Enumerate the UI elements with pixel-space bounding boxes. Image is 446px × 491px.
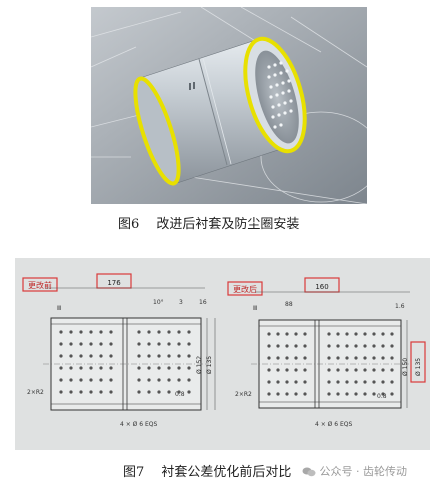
- right-holes: 4 × Ø 6 EQS: [315, 421, 353, 428]
- left-tag-box: [22, 277, 58, 292]
- left-holes: 4 × Ø 6 EQS: [120, 421, 158, 428]
- left-num3: 3: [179, 299, 183, 306]
- left-diam1: Ø 152: [196, 356, 203, 374]
- right-diam1: Ø 150: [402, 358, 409, 376]
- right-length: 160: [315, 283, 328, 291]
- right-chamfer: 2×R2: [235, 391, 252, 398]
- right-num16: 1.6: [395, 303, 405, 310]
- tolerance-drawing-svg: 更改前 176 Ⅲ 10° 3 16: [15, 258, 430, 450]
- right-val08: 0.8: [377, 393, 387, 400]
- bushing-render-svg: [91, 7, 367, 204]
- right-tag-box: [227, 281, 263, 296]
- left-ref: Ⅲ: [57, 305, 61, 312]
- tolerance-drawing-image: 更改前 176 Ⅲ 10° 3 16: [15, 258, 430, 450]
- left-angle: 10°: [153, 299, 164, 306]
- left-val08: 0.8: [175, 391, 185, 398]
- right-diam-box: [410, 341, 426, 383]
- figure6-caption: 图6 改进后衬套及防尘圈安装: [118, 217, 300, 232]
- right-dim88: 88: [285, 301, 293, 308]
- watermark: 公众号 · 齿轮传动: [302, 463, 407, 479]
- figure7-caption: 图7 衬套公差优化前后对比: [123, 465, 292, 480]
- right-ref: Ⅲ: [253, 305, 257, 312]
- left-tag: 更改前: [28, 280, 52, 290]
- left-num16: 16: [199, 299, 207, 306]
- left-drawing: 更改前 176 Ⅲ 10° 3 16: [22, 273, 216, 428]
- left-diam2: Ø 135: [206, 356, 213, 374]
- right-diam2: Ø 135: [415, 358, 422, 376]
- right-tag: 更改后: [233, 284, 257, 294]
- left-length: 176: [107, 279, 121, 287]
- watermark-text: 公众号 · 齿轮传动: [319, 465, 408, 478]
- wechat-icon: [302, 467, 316, 477]
- left-chamfer: 2×R2: [27, 389, 44, 396]
- right-drawing: 更改后 160 88 1.6 Ⅲ: [227, 277, 426, 428]
- bushing-render-image: [91, 7, 367, 204]
